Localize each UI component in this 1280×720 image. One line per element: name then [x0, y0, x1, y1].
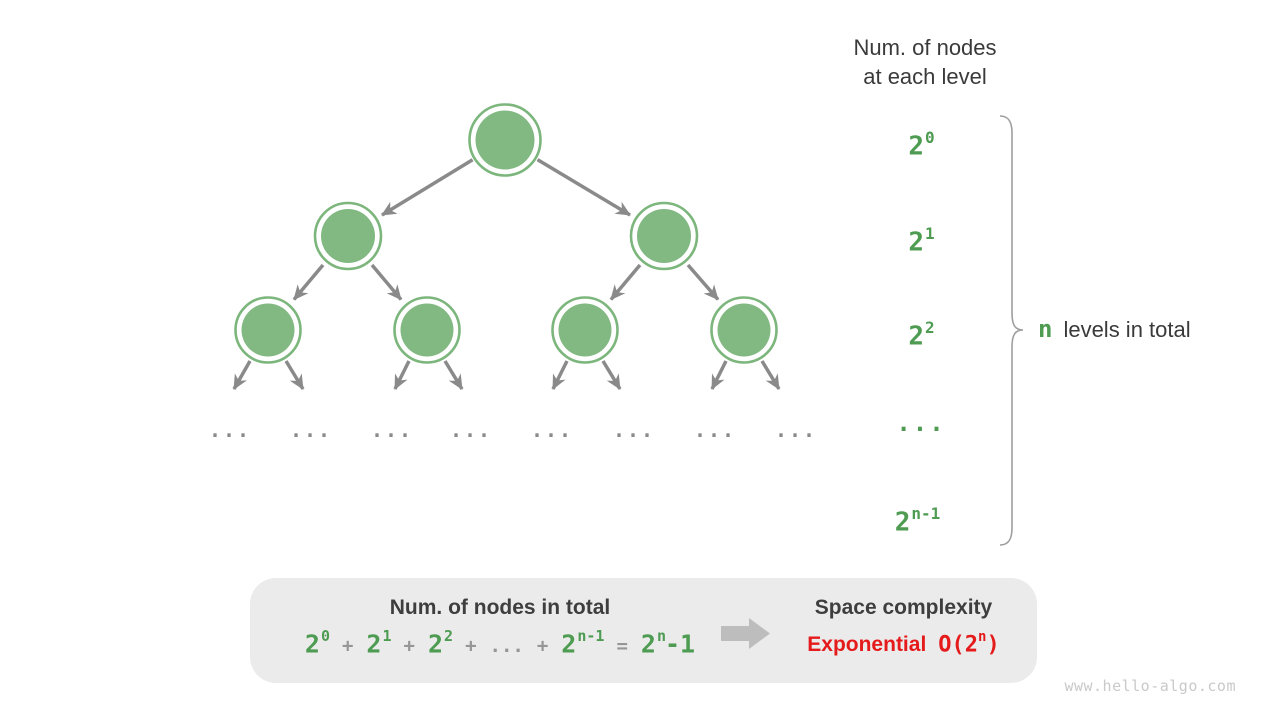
levels-brace	[999, 115, 1024, 546]
summary-box: Num. of nodes in total 20 + 21 + 22 + ..…	[250, 578, 1037, 683]
formula-term: 21	[366, 627, 392, 659]
tree-edge-arrow	[443, 360, 464, 390]
levels-total-label: n levels in total	[1038, 315, 1191, 343]
total-nodes-section: Num. of nodes in total 20 + 21 + 22 + ..…	[250, 578, 750, 683]
tree-edge-arrow	[551, 360, 569, 390]
site-watermark: www.hello-algo.com	[1064, 677, 1236, 695]
formula-term: 20	[304, 627, 330, 659]
tree-node	[234, 296, 302, 364]
space-complexity-section: Space complexity Exponential O(2n)	[770, 578, 1037, 683]
leaf-ellipsis: ...	[530, 418, 574, 442]
total-nodes-formula: 20 + 21 + 22 + ... + 2n-1 = 2n-1	[250, 627, 750, 659]
tree-node	[313, 201, 383, 271]
tree-node	[551, 296, 619, 364]
tree-edge-arrow	[710, 360, 728, 390]
level-count-label-n: 2n-1	[894, 504, 941, 538]
complexity-big-o: O(2n)	[938, 629, 1000, 658]
tree-edge-arrow	[536, 158, 631, 217]
formula-operator: +	[465, 635, 477, 658]
formula-operator: +	[403, 635, 415, 658]
column-header: Num. of nodes at each level	[815, 33, 1035, 91]
space-complexity-title: Space complexity	[814, 596, 993, 619]
tree-edge-arrow	[381, 158, 474, 217]
tree-edge-arrow	[284, 360, 305, 390]
tree-nodes	[234, 103, 778, 364]
tree-node	[629, 201, 699, 271]
column-header-line1: Num. of nodes	[853, 35, 997, 60]
tree-node	[710, 296, 778, 364]
tree-edges	[232, 158, 781, 390]
tree-edge-arrow	[393, 360, 411, 390]
formula-result: 2n-1	[640, 627, 696, 659]
leaf-ellipsis: ...	[449, 418, 493, 442]
formula-operator: +	[341, 635, 354, 658]
formula-operator: +	[536, 635, 549, 658]
formula-equals: =	[616, 635, 628, 658]
tree-node	[393, 296, 461, 364]
level-count-label-1: 21	[908, 224, 935, 258]
column-header-line2: at each level	[863, 64, 987, 89]
tree-node-root	[468, 103, 542, 177]
tree-edge-arrow	[601, 360, 622, 390]
level-count-label-0: 20	[908, 128, 935, 162]
leaf-ellipsis: ...	[370, 418, 414, 442]
implies-arrow-icon	[721, 618, 770, 649]
formula-term: 22	[427, 627, 454, 659]
leaf-ellipsis: ...	[693, 418, 737, 442]
level-count-ellipsis: ...	[896, 409, 946, 437]
leaf-ellipsis: ...	[774, 418, 818, 442]
complexity-word: Exponential	[807, 633, 927, 657]
tree-edge-arrow	[370, 263, 403, 301]
levels-total-n: n	[1038, 315, 1053, 343]
level-count-label-2: 22	[908, 318, 935, 352]
levels-total-text: levels in total	[1063, 317, 1191, 342]
leaf-ellipsis: ...	[208, 418, 252, 442]
formula-ellipsis: ...	[489, 635, 524, 658]
formula-term: 2n-1	[561, 627, 605, 659]
tree-edge-arrow	[609, 263, 642, 301]
tree-edge-arrow	[686, 263, 720, 301]
tree-edge-arrow	[292, 263, 325, 301]
total-nodes-title: Num. of nodes in total	[389, 596, 611, 619]
complexity-result: Exponential O(2n)	[770, 629, 1037, 658]
leaf-ellipsis: ...	[612, 418, 656, 442]
tree-edge-arrow	[760, 360, 781, 390]
tree-edge-arrow	[232, 360, 252, 390]
leaf-ellipsis: ...	[289, 418, 333, 442]
